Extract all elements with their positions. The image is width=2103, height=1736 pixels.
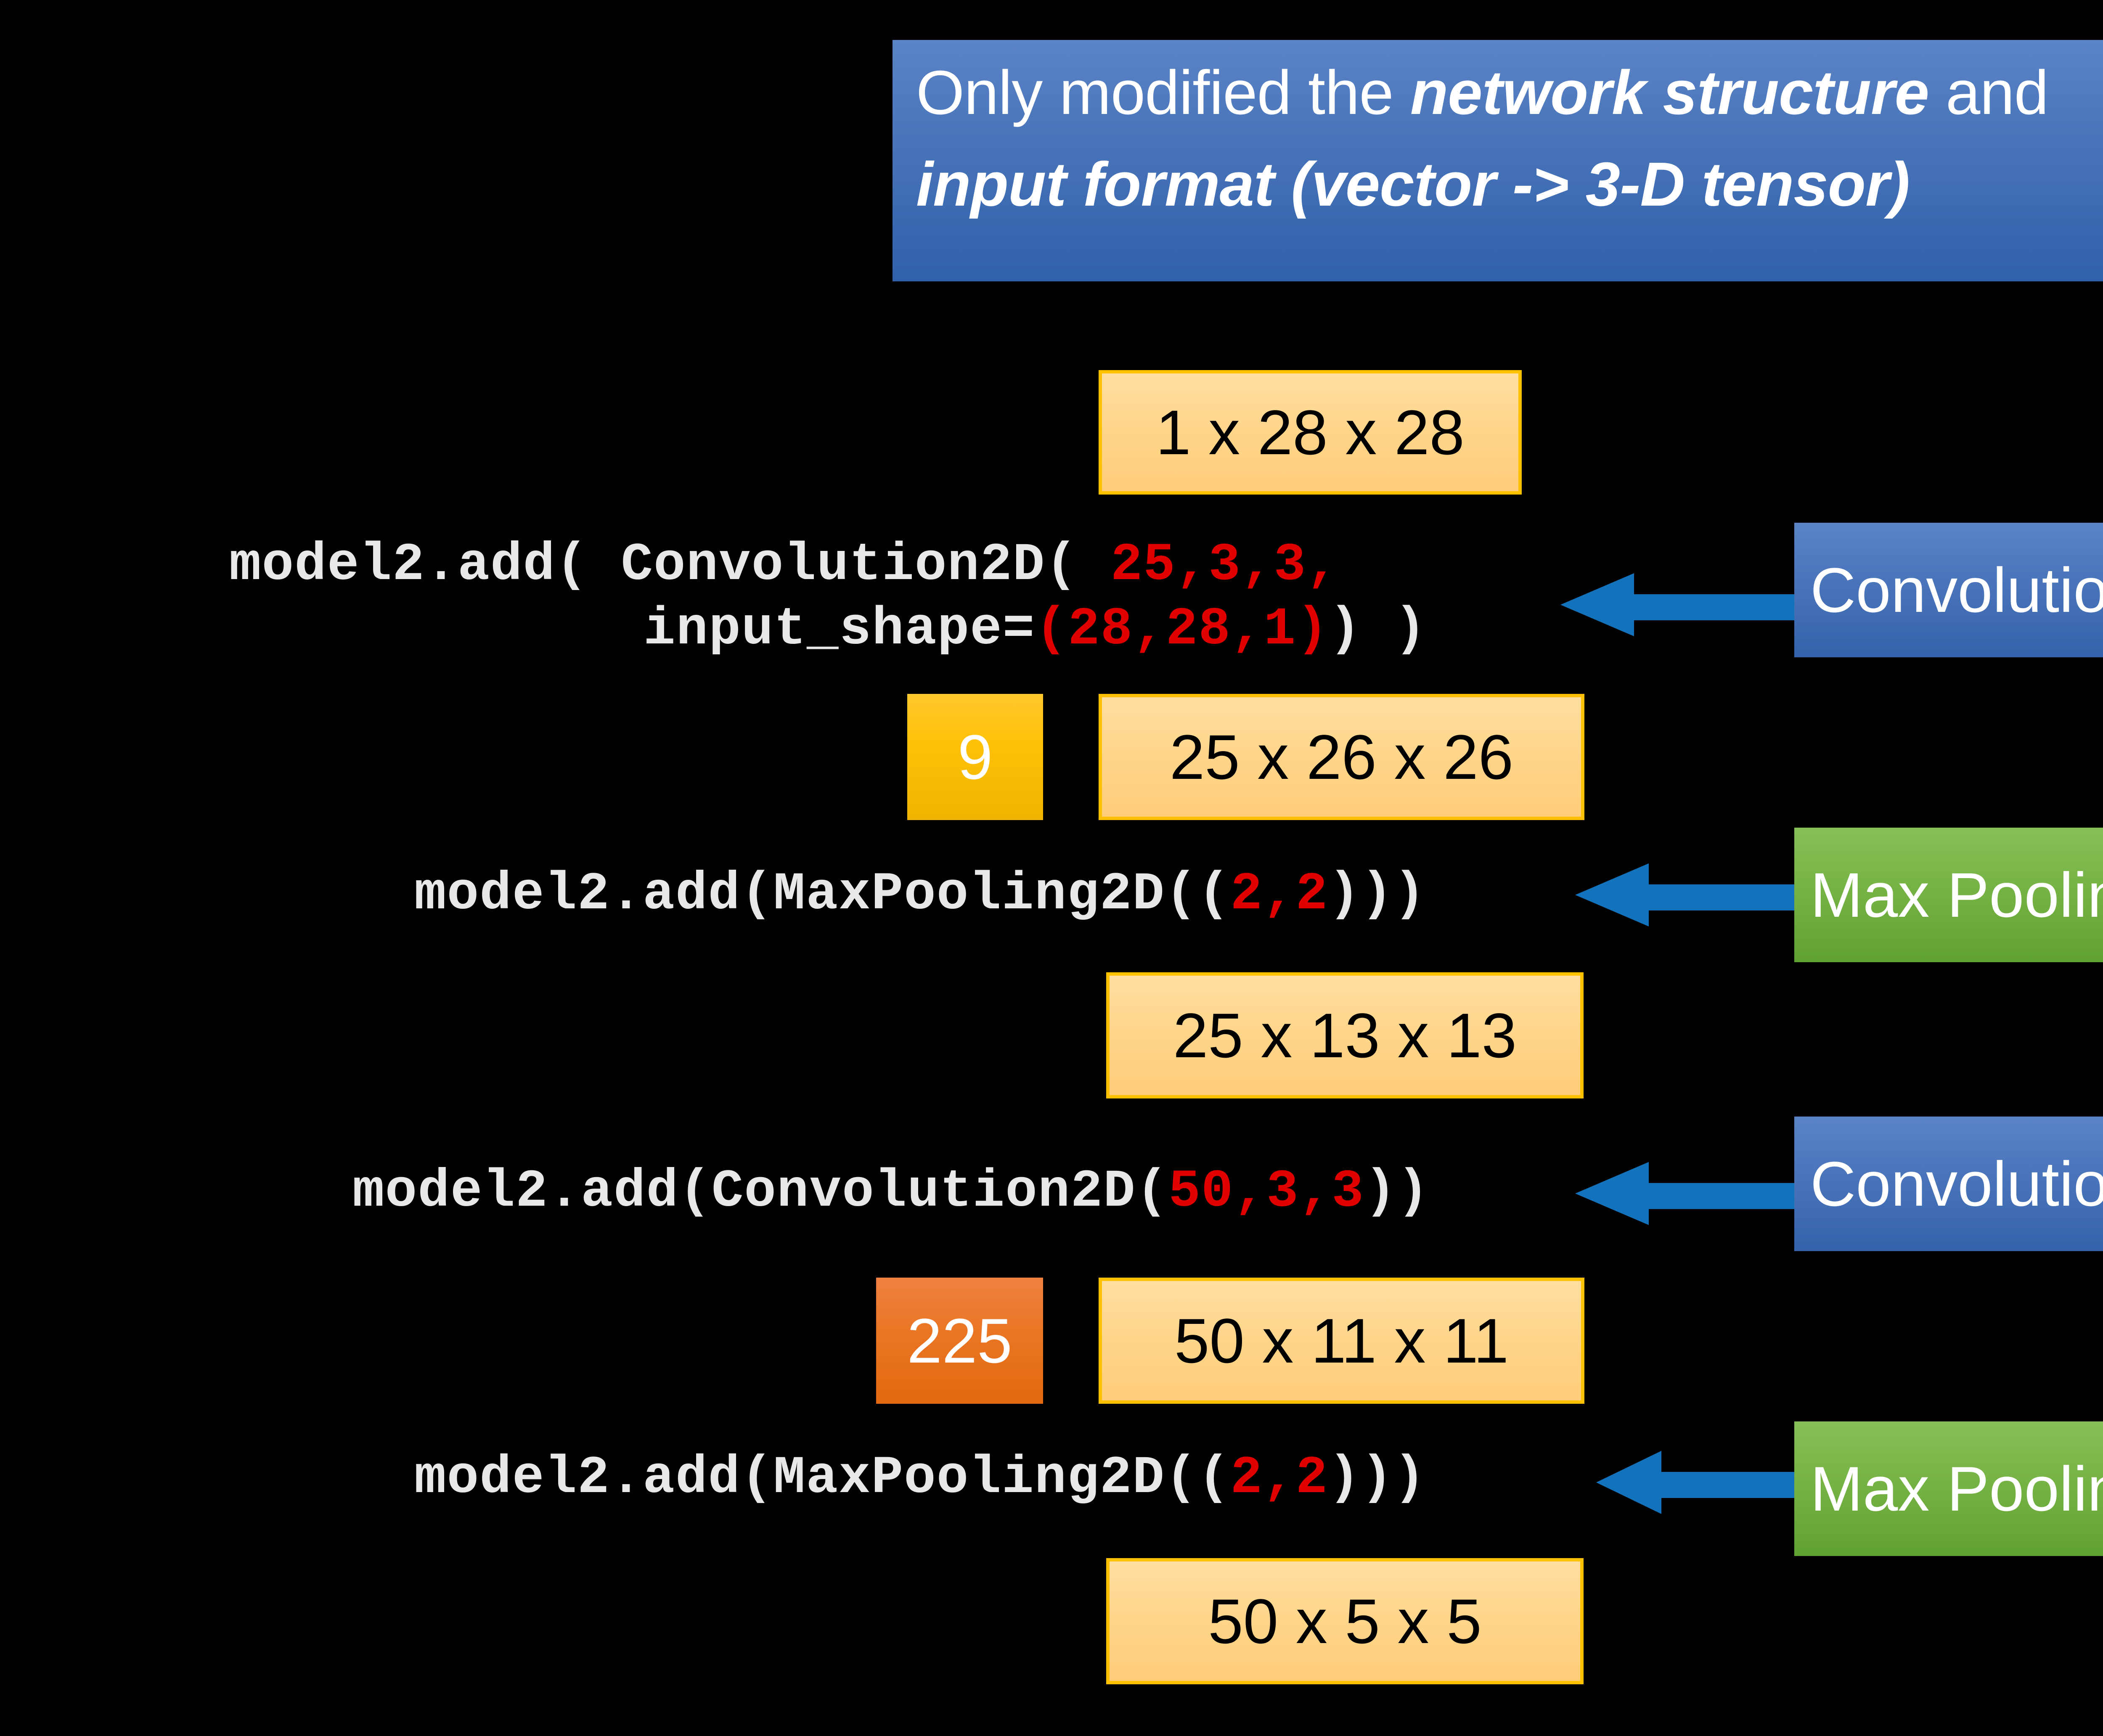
code-line-conv2: model2.add(Convolution2D(50,3,3)) (352, 1162, 1430, 1222)
code-text: )) (1364, 1162, 1430, 1222)
code-text: model2.add(Convolution2D( (352, 1162, 1169, 1222)
code-text: model2.add( Convolution2D( (229, 535, 1111, 595)
code-text: model2.add(MaxPooling2D(( (414, 1448, 1231, 1508)
layer-label-text: Max Pooling (1810, 859, 2103, 930)
layer-label-text: Max Pooling (1810, 1453, 2103, 1524)
code-line-pool2: model2.add(MaxPooling2D((2,2))) (414, 1448, 1426, 1508)
code-text: ) ) (1329, 599, 1427, 659)
tensor-label: 50 x 5 x 5 (1208, 1585, 1482, 1657)
banner-text-emphasis-2: input format (vector -> 3-D tensor) (916, 150, 1910, 219)
layer-label-pool2[interactable]: Max Pooling (1794, 1421, 2103, 1556)
banner-line-2: input format (vector -> 3-D tensor) (916, 153, 2103, 216)
tensor-label: 50 x 11 x 11 (1174, 1305, 1509, 1376)
tensor-box-conv1-out: 25 x 26 x 26 (1099, 694, 1584, 820)
code-number: (28,28,1) (1035, 599, 1329, 659)
banner-text-emphasis-1: network structure (1410, 58, 1929, 127)
code-text: input_shape= (644, 599, 1036, 659)
code-line-conv1-a: model2.add( Convolution2D( 25,3,3, (229, 535, 1339, 595)
code-line-pool1: model2.add(MaxPooling2D((2,2))) (414, 864, 1426, 924)
code-number: 50,3,3 (1168, 1162, 1364, 1222)
code-text: ))) (1328, 864, 1426, 924)
badge-params-conv2: 225 (876, 1278, 1043, 1404)
code-number: 25,3,3, (1110, 535, 1339, 595)
tensor-label: 25 x 26 x 26 (1169, 721, 1514, 792)
code-text: model2.add(MaxPooling2D(( (414, 864, 1231, 924)
tensor-box-pool1-out: 25 x 13 x 13 (1106, 972, 1584, 1098)
tensor-label: 1 x 28 x 28 (1156, 397, 1465, 468)
badge-params-conv1: 9 (907, 694, 1043, 820)
code-number: 2,2 (1230, 1448, 1329, 1508)
tensor-label: 25 x 13 x 13 (1173, 1000, 1517, 1071)
layer-label-pool1[interactable]: Max Pooling (1794, 828, 2103, 962)
tensor-box-input: 1 x 28 x 28 (1099, 370, 1522, 495)
banner-text-suffix: and (1928, 58, 2049, 127)
layer-label-conv1[interactable]: Convolution (1794, 523, 2103, 657)
layer-label-text: Convolution (1810, 554, 2103, 625)
badge-value: 225 (907, 1305, 1012, 1376)
badge-value: 9 (957, 721, 993, 792)
banner-text-prefix: Only modified the (916, 58, 1410, 127)
header-banner: Only modified the network structure and … (893, 40, 2103, 281)
tensor-box-conv2-out: 50 x 11 x 11 (1099, 1278, 1584, 1404)
code-number: 2,2 (1230, 864, 1329, 924)
code-line-conv1-b: input_shape=(28,28,1)) ) (644, 599, 1427, 659)
layer-label-conv2[interactable]: Convolution (1794, 1117, 2103, 1251)
layer-label-text: Convolution (1810, 1148, 2103, 1219)
code-text: ))) (1328, 1448, 1426, 1508)
banner-line-1: Only modified the network structure and (916, 62, 2103, 124)
tensor-box-pool2-out: 50 x 5 x 5 (1106, 1558, 1584, 1684)
